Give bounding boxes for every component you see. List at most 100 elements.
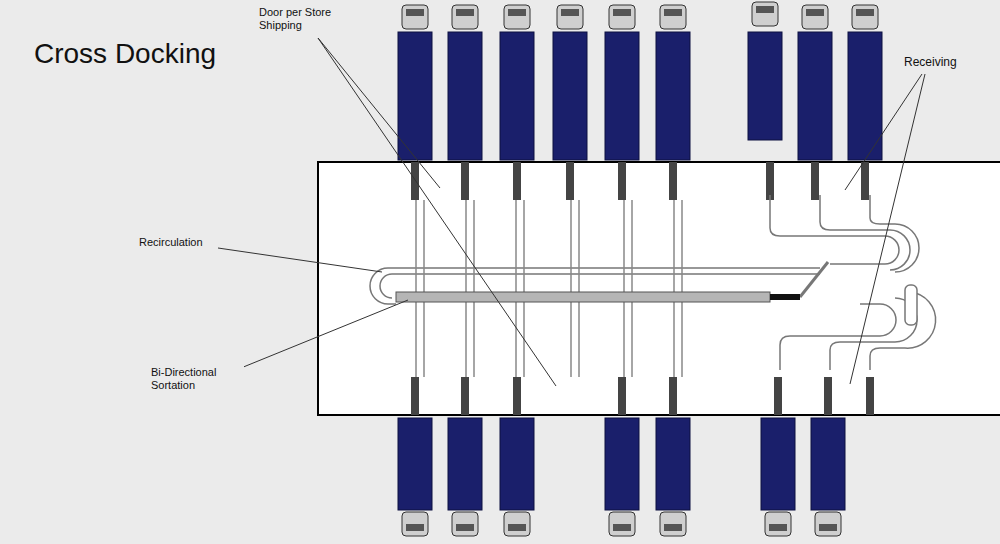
cab-window: [508, 524, 526, 531]
leader-lines: [218, 38, 925, 386]
dock-door: [618, 162, 626, 200]
leader-line: [845, 74, 922, 190]
dock-door: [774, 377, 782, 415]
trailer: [798, 32, 832, 160]
leader-line: [318, 38, 556, 386]
trailer: [398, 32, 432, 160]
sortation-bar: [396, 292, 770, 302]
trailer: [848, 32, 882, 160]
trucks: [398, 2, 882, 536]
truck-cab: [402, 5, 428, 29]
shipping-conveyor: [570, 200, 572, 377]
shipping-conveyor: [423, 200, 425, 377]
truck-cab: [402, 512, 428, 536]
leader-line: [236, 300, 408, 370]
loop-end: [905, 285, 917, 325]
receiving-conveyor: [820, 195, 910, 270]
truck-cab: [852, 5, 878, 29]
diagram-title: Cross Docking: [34, 38, 216, 70]
leader-line: [218, 248, 382, 272]
trailer: [500, 32, 534, 160]
dock-door: [411, 377, 419, 415]
dock-door: [824, 377, 832, 415]
cab-window: [508, 9, 526, 16]
leader-line: [850, 74, 925, 384]
trailer: [656, 32, 690, 160]
trailer: [748, 32, 782, 140]
shipping-conveyor: [631, 200, 633, 377]
cab-window: [664, 9, 682, 16]
dock-door: [861, 162, 869, 200]
dock-door: [461, 377, 469, 415]
cab-window: [561, 9, 579, 16]
trailer: [448, 418, 482, 510]
receiving-conveyor: [830, 298, 917, 370]
callout-label: Bi-Directional Sortation: [150, 366, 244, 391]
truck-cab: [802, 5, 828, 29]
dock-door: [411, 162, 419, 200]
cab-window: [664, 524, 682, 531]
shipping-conveyor: [465, 200, 467, 377]
shipping-conveyor: [515, 200, 517, 377]
receiving-conveyor: [780, 304, 896, 370]
cab-window: [819, 524, 837, 531]
cab-window: [769, 524, 787, 531]
truck-cab: [609, 512, 635, 536]
dock-door: [461, 162, 469, 200]
dock-door: [669, 377, 677, 415]
dock-door: [513, 162, 521, 200]
truck-cab: [765, 512, 791, 536]
truck-cab: [557, 5, 583, 29]
truck-cab: [752, 2, 778, 26]
dock-door: [866, 377, 874, 415]
shipping-conveyor: [523, 200, 525, 377]
leader-line: [318, 38, 440, 188]
shipping-conveyor: [578, 200, 580, 377]
truck-cab: [609, 5, 635, 29]
trailer: [553, 32, 587, 160]
cab-window: [406, 9, 424, 16]
dock-door: [811, 162, 819, 200]
truck-cab: [452, 5, 478, 29]
callout-label: Recirculation: [138, 236, 204, 249]
cab-window: [613, 524, 631, 531]
dock-door: [566, 162, 574, 200]
dock-door: [513, 377, 521, 415]
receiving-conveyor: [870, 292, 936, 370]
cab-window: [456, 524, 474, 531]
conveyors: [370, 195, 936, 377]
dock-door: [669, 162, 677, 200]
dock-door: [766, 162, 774, 200]
trailer: [448, 32, 482, 160]
callout-label: Door per Store Shipping: [258, 6, 352, 31]
trailer: [811, 418, 845, 510]
cab-window: [756, 6, 774, 13]
merge-conveyor: [800, 262, 828, 297]
truck-cab: [452, 512, 478, 536]
shipping-conveyor: [681, 200, 683, 377]
truck-cab: [660, 5, 686, 29]
cab-window: [806, 9, 824, 16]
truck-cab: [504, 5, 530, 29]
truck-cab: [815, 512, 841, 536]
truck-cab: [504, 512, 530, 536]
trailer: [605, 32, 639, 160]
trailer: [500, 418, 534, 510]
cab-window: [456, 9, 474, 16]
callout-label: Receiving: [903, 56, 958, 70]
induction-belt: [770, 294, 800, 300]
shipping-conveyor: [415, 200, 417, 377]
truck-cab: [660, 512, 686, 536]
shipping-conveyor: [673, 200, 675, 377]
cab-window: [856, 9, 874, 16]
trailer: [656, 418, 690, 510]
shipping-conveyor: [473, 200, 475, 377]
shipping-conveyor: [623, 200, 625, 377]
building-outline: [318, 162, 1000, 415]
dock-door: [618, 377, 626, 415]
trailer: [398, 418, 432, 510]
receiving-conveyor: [870, 195, 919, 272]
recirculation-loop: [370, 268, 820, 304]
cab-window: [613, 9, 631, 16]
